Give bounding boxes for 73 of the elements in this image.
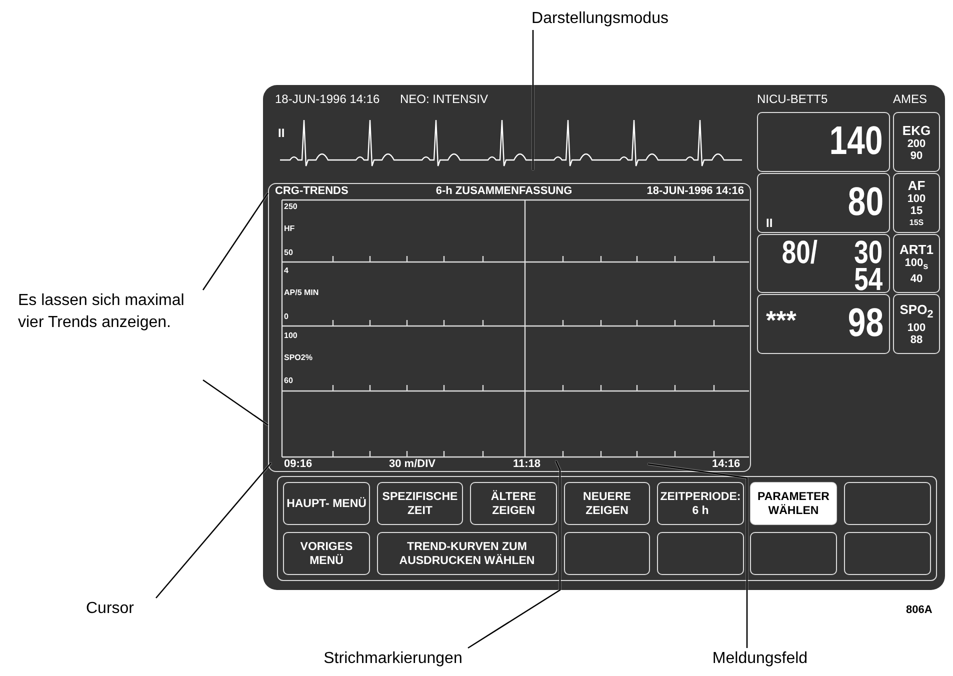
blank-softkey <box>564 532 650 575</box>
timestamp: 18-JUN-1996 14:16 <box>275 92 380 106</box>
blank-softkey <box>750 532 837 575</box>
alarm-limits-box <box>893 173 940 233</box>
parameter-name: EKG <box>902 122 931 138</box>
limit-value: 88 <box>910 334 923 346</box>
value-text: 80/ <box>781 236 817 268</box>
leader-line <box>156 462 272 598</box>
status-text: *** <box>766 305 796 336</box>
callout-text: Cursor <box>86 598 156 620</box>
alarm-limits-box <box>893 294 940 354</box>
leader-line <box>468 460 561 649</box>
leader-line <box>202 192 269 290</box>
unit-label: AMES <box>893 92 928 106</box>
limit-value: 100 <box>907 322 926 334</box>
leader-line <box>532 30 534 170</box>
limit-value: 15 <box>910 204 923 216</box>
softkey-button: ÄLTERE ZEIGEN <box>470 482 557 525</box>
leader-line <box>202 379 268 426</box>
limit-value: 100 <box>907 192 926 204</box>
callout-text: Meldungsfeld <box>705 648 815 670</box>
blank-softkey <box>844 532 931 575</box>
care-mode-text: NEO: INTENSIV <box>400 92 488 106</box>
softkey-button: VORIGES MENÜ <box>283 532 370 575</box>
callout-text: Es lassen sich maximal vier Trends anzeigen. <box>18 290 203 380</box>
figure-number: 806A <box>906 604 932 616</box>
trend-axis-label: 50 <box>284 248 293 257</box>
panel-header-text: 18-JUN-1996 14:16 <box>646 185 744 197</box>
bed-label: NICU-BETT5 <box>757 92 828 106</box>
value-text: 98 <box>847 303 883 343</box>
softkey-button: PARAMETER WÄHLEN <box>750 482 837 525</box>
trend-axis-label: 60 <box>284 376 293 385</box>
softkey-button: TREND-KURVEN ZUM AUSDRUCKEN WÄHLEN <box>377 532 557 575</box>
parameter-name: AF <box>908 178 926 192</box>
callout-text: Strichmarkierungen <box>318 648 468 670</box>
softkey-button: SPEZIFISCHE ZEIT <box>377 482 463 525</box>
parameter-name: ART1 <box>900 242 934 258</box>
panel-header-text: 6-h ZUSAMMENFASSUNG <box>436 185 572 197</box>
panel-header-text: CRG-TRENDS <box>275 185 348 197</box>
value-text: 140 <box>830 121 883 161</box>
parameter-box <box>757 173 890 233</box>
value-text: 80 <box>847 182 883 222</box>
trend-axis-label: 100 <box>284 331 298 340</box>
parameter-box <box>757 112 890 172</box>
time-axis-label: 09:16 <box>284 458 312 470</box>
trend-axis-label: 250 <box>284 202 298 211</box>
time-axis-label: 30 m/DIV <box>389 458 436 470</box>
trend-axis-label: SPO2% <box>284 353 312 362</box>
softkey-button: ZEITPERIODE: 6 h <box>657 482 744 525</box>
callout-text: Darstellungsmodus <box>515 8 685 30</box>
blank-softkey <box>844 482 931 525</box>
lead-label: II <box>278 126 285 140</box>
blank-softkey <box>657 532 744 575</box>
alarm-limits-box <box>893 234 940 293</box>
parameter-box <box>757 234 890 293</box>
limit-value: 40 <box>910 272 923 285</box>
softkey-button: HAUPT- MENÜ <box>283 482 370 525</box>
trend-axis-label: HF <box>284 224 295 233</box>
alarm-limits-box <box>893 112 940 172</box>
softkey-button: NEUERE ZEIGEN <box>564 482 650 525</box>
trend-axis-label: 4 <box>284 266 288 275</box>
lead-label: II <box>766 216 773 230</box>
trend-axis-label: 0 <box>284 312 288 321</box>
limit-value: 100$_{s}$ <box>904 257 928 273</box>
limit-value: 90 <box>910 150 923 162</box>
time-axis-label: 11:18 <box>513 458 541 470</box>
trend-axis-label: AP/5 MIN <box>284 288 319 297</box>
parameter-name: SPO$_{2}$ <box>900 302 934 322</box>
time-axis-label: 14:16 <box>712 458 740 470</box>
leader-line <box>648 463 748 648</box>
parameter-box <box>757 294 890 354</box>
limit-value: 200 <box>907 138 926 150</box>
limit-value: 15S <box>909 216 924 228</box>
